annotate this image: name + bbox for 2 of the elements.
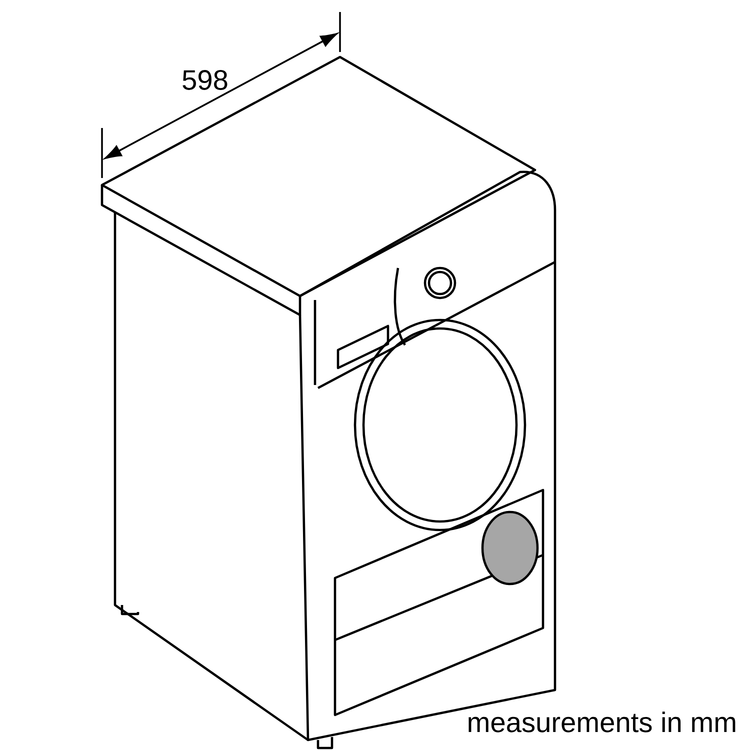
dimension-text: 598 — [182, 70, 228, 90]
note-text: measurements in mm — [468, 712, 736, 732]
